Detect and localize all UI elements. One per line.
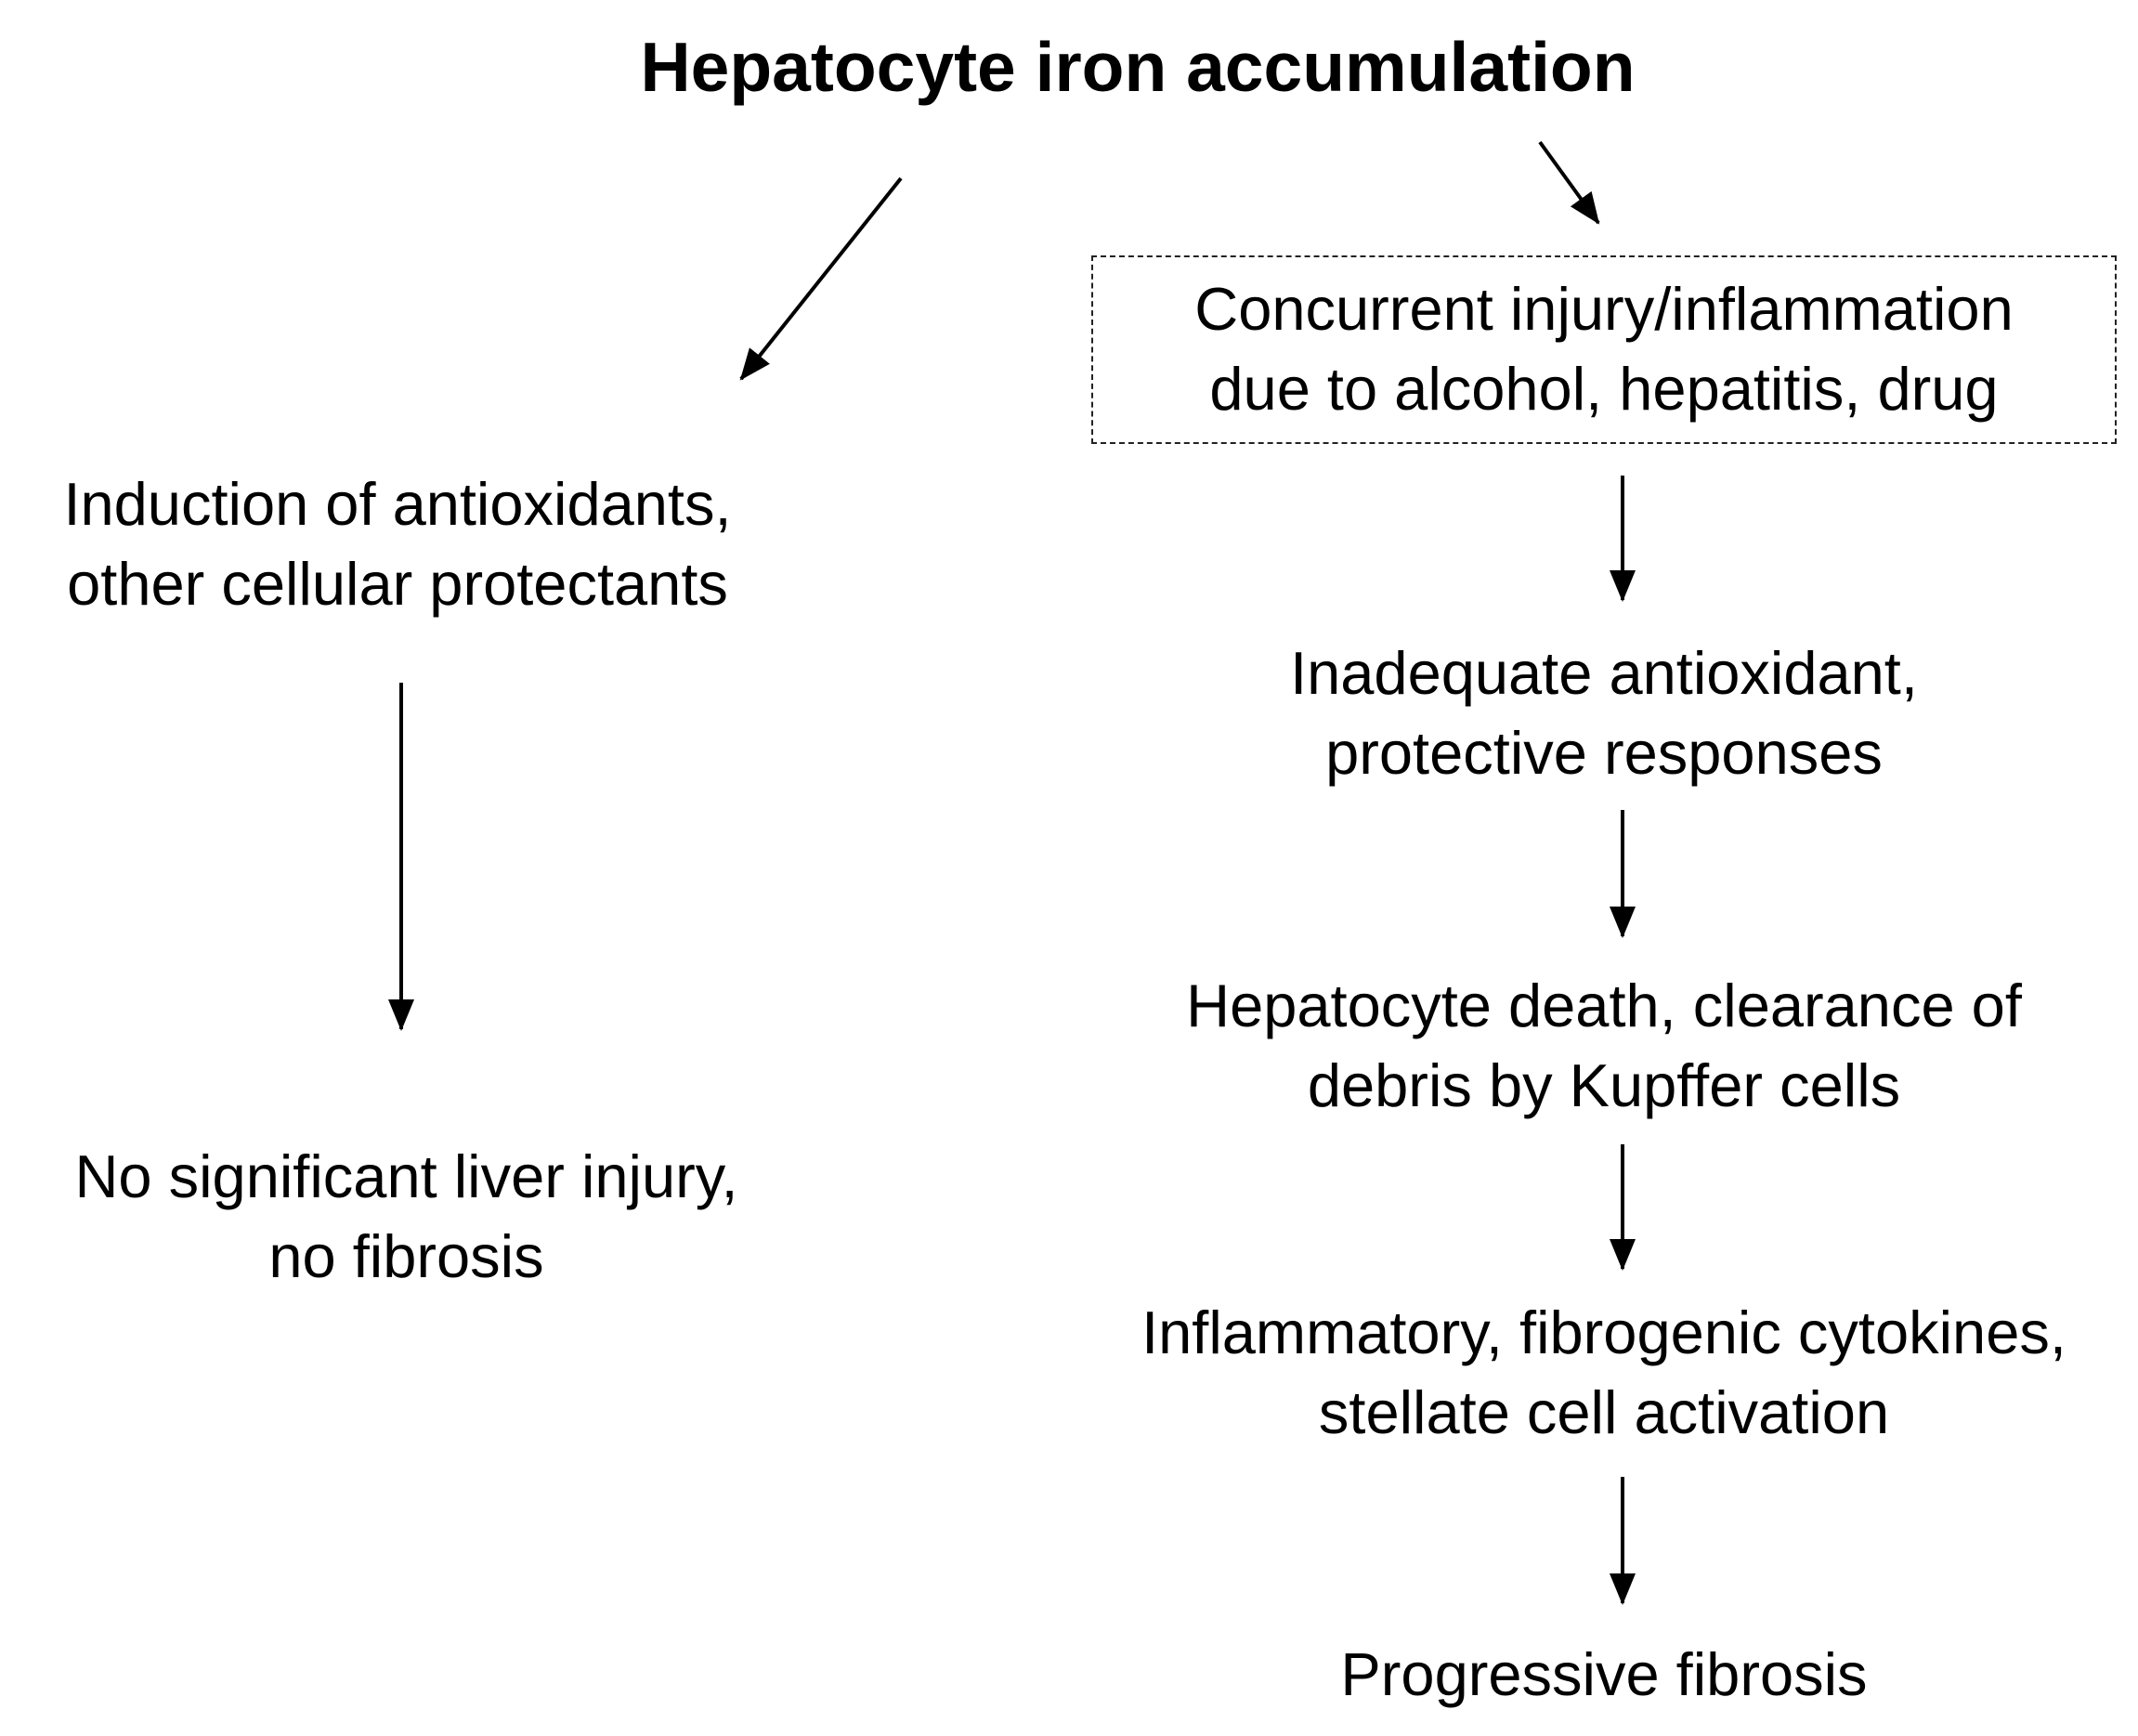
node-concurrent-injury: Concurrent injury/inflammation due to al… [1091, 269, 2117, 429]
node-cytokines: Inflammatory, fibrogenic cytokines, stel… [1091, 1293, 2117, 1453]
node-line: No significant liver injury, [74, 1142, 738, 1210]
node-line: due to alcohol, hepatitis, drug [1209, 355, 1999, 423]
node-progressive-fibrosis: Progressive fibrosis [1091, 1635, 2117, 1715]
concurrent-injury-box [1091, 255, 2117, 444]
node-line: protective responses [1325, 719, 1883, 787]
node-line: no fibrosis [268, 1222, 544, 1290]
node-line: stellate cell activation [1318, 1378, 1890, 1446]
node-line: Hepatocyte death, clearance of [1186, 972, 2022, 1039]
node-line: Induction of antioxidants, [63, 470, 732, 538]
diagram-title: Hepatocyte iron accumulation [640, 28, 1636, 106]
node-line: debris by Kupffer cells [1307, 1051, 1901, 1119]
node-antioxidant-induction: Induction of antioxidants, other cellula… [0, 464, 795, 624]
arrow-to-right-branch [1538, 140, 1600, 225]
node-hepatocyte-death: Hepatocyte death, clearance of debris by… [1091, 966, 2117, 1126]
node-line: Progressive fibrosis [1340, 1640, 1868, 1708]
arrow-to-left-branch [739, 176, 903, 381]
node-line: other cellular protectants [67, 550, 728, 618]
node-inadequate-response: Inadequate antioxidant, protective respo… [1091, 633, 2117, 793]
node-no-injury: No significant liver injury, no fibrosis [0, 1137, 813, 1297]
node-line: Inadequate antioxidant, [1290, 639, 1918, 707]
node-line: Concurrent injury/inflammation [1194, 275, 2014, 343]
node-line: Inflammatory, fibrogenic cytokines, [1141, 1299, 2066, 1366]
